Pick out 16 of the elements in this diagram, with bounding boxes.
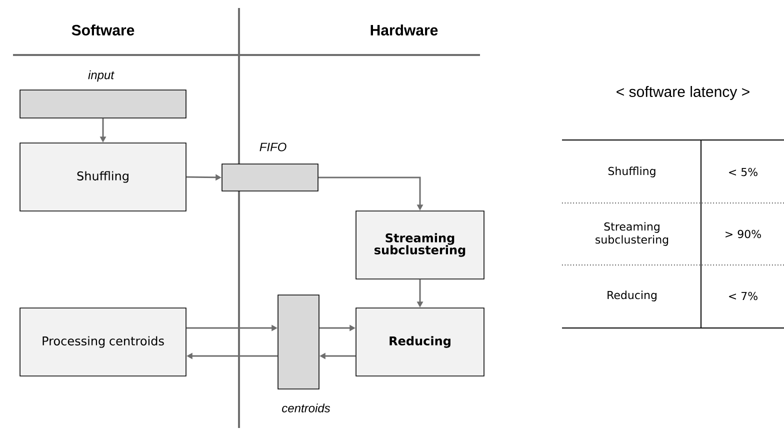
column-heading: Software bbox=[72, 24, 134, 36]
buffer-label: FIFO bbox=[260, 142, 286, 152]
table-cell: Shuffling bbox=[608, 166, 656, 178]
process-box: Reducing bbox=[356, 308, 484, 376]
buffer-label: input bbox=[88, 70, 114, 82]
process-box: Shuffling bbox=[20, 142, 186, 212]
column-heading: Hardware bbox=[370, 24, 438, 36]
process-box: Streaming subclustering bbox=[356, 210, 484, 280]
table-cell: Streaming subclustering bbox=[596, 222, 668, 246]
buffer-label: centroids bbox=[282, 404, 330, 412]
table-cell: Reducing bbox=[608, 290, 656, 302]
table-cell: > 90% bbox=[726, 230, 761, 238]
table-title: < software latency > bbox=[616, 86, 750, 100]
table-cell: < 5% bbox=[729, 168, 758, 176]
table-cell: < 7% bbox=[729, 292, 758, 300]
process-box: Processing centroids bbox=[20, 308, 186, 376]
